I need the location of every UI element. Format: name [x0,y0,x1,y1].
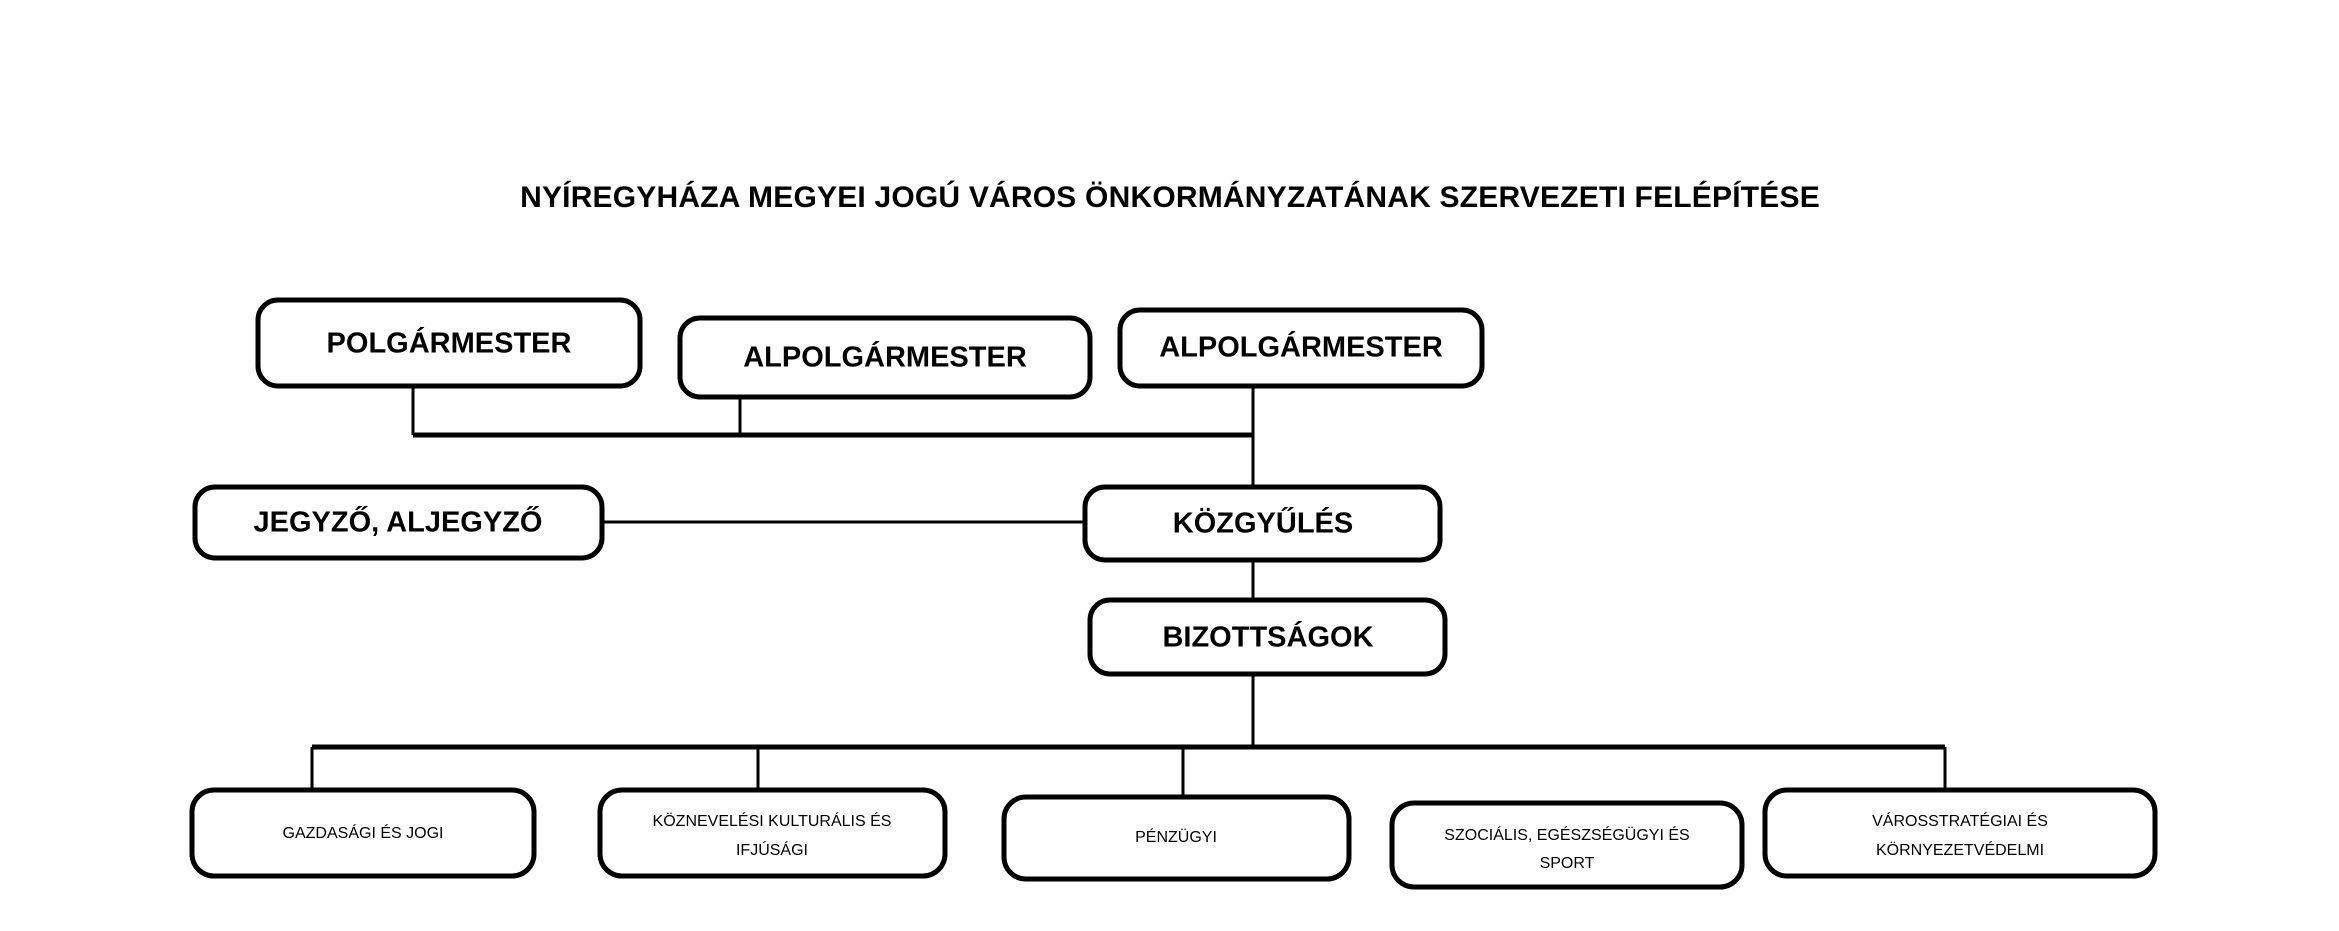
node-polgarmester-box[interactable] [255,297,643,389]
node-szocialis-label-line1: SZOCIÁLIS, EGÉSZSÉGÜGYI ÉS [1444,825,1689,844]
node-gazdasagi-es-jogi-box[interactable] [189,787,537,879]
node-bizottsagok-box[interactable] [1087,597,1448,677]
node-alpolgarmester-2-label: ALPOLGÁRMESTER [1159,330,1443,364]
connector-layer [310,386,1947,797]
node-koznevelesi[interactable]: KÖZNEVELÉSI KULTURÁLIS ÉS IFJÚSÁGI [597,787,948,879]
node-alpolgarmester-2[interactable]: ALPOLGÁRMESTER [1117,307,1485,389]
node-gazdasagi-es-jogi-label: GAZDASÁGI ÉS JOGI [283,823,444,842]
node-szocialis-label-line2: SPORT [1540,855,1595,872]
node-bizottsagok[interactable]: BIZOTTSÁGOK [1087,597,1448,677]
node-koznevelesi-box[interactable] [597,787,948,879]
node-polgarmester[interactable]: POLGÁRMESTER [255,297,643,389]
page-title: NYÍREGYHÁZA MEGYEI JOGÚ VÁROS ÖNKORMÁNYZ… [520,180,1820,214]
node-polgarmester-label: POLGÁRMESTER [327,326,572,360]
node-bizottsagok-label: BIZOTTSÁGOK [1162,620,1373,654]
node-penzugyi-label: PÉNZÜGYI [1135,827,1217,846]
node-jegyzo-box[interactable] [192,484,605,561]
node-jegyzo-label: JEGYZŐ, ALJEGYZŐ [254,505,543,539]
node-varosstrategiai-box[interactable] [1762,787,2158,879]
node-alpolgarmester-1-box[interactable] [677,315,1093,400]
node-varosstrategiai[interactable]: VÁROSSTRATÉGIAI ÉS KÖRNYEZETVÉDELMI [1762,787,2158,879]
node-koznevelesi-label-line2: IFJÚSÁGI [736,840,808,859]
node-alpolgarmester-2-box[interactable] [1117,307,1485,389]
node-kozgyules[interactable]: KÖZGYŰLÉS [1082,484,1443,563]
node-kozgyules-box[interactable] [1082,484,1443,563]
node-alpolgarmester-1-label: ALPOLGÁRMESTER [743,340,1027,374]
node-penzugyi[interactable]: PÉNZÜGYI [1001,794,1352,882]
node-penzugyi-box[interactable] [1001,794,1352,882]
node-gazdasagi-es-jogi[interactable]: GAZDASÁGI ÉS JOGI [189,787,537,879]
node-alpolgarmester-1[interactable]: ALPOLGÁRMESTER [677,315,1093,400]
node-kozgyules-label: KÖZGYŰLÉS [1173,506,1353,540]
node-koznevelesi-label-line1: KÖZNEVELÉSI KULTURÁLIS ÉS [653,811,892,830]
node-varosstrategiai-label-line1: VÁROSSTRATÉGIAI ÉS [1872,811,2048,830]
node-szocialis[interactable]: SZOCIÁLIS, EGÉSZSÉGÜGYI ÉS SPORT [1389,800,1745,890]
node-jegyzo[interactable]: JEGYZŐ, ALJEGYZŐ [192,484,605,561]
node-szocialis-box[interactable] [1389,800,1745,890]
node-varosstrategiai-label-line2: KÖRNYEZETVÉDELMI [1876,840,2044,859]
